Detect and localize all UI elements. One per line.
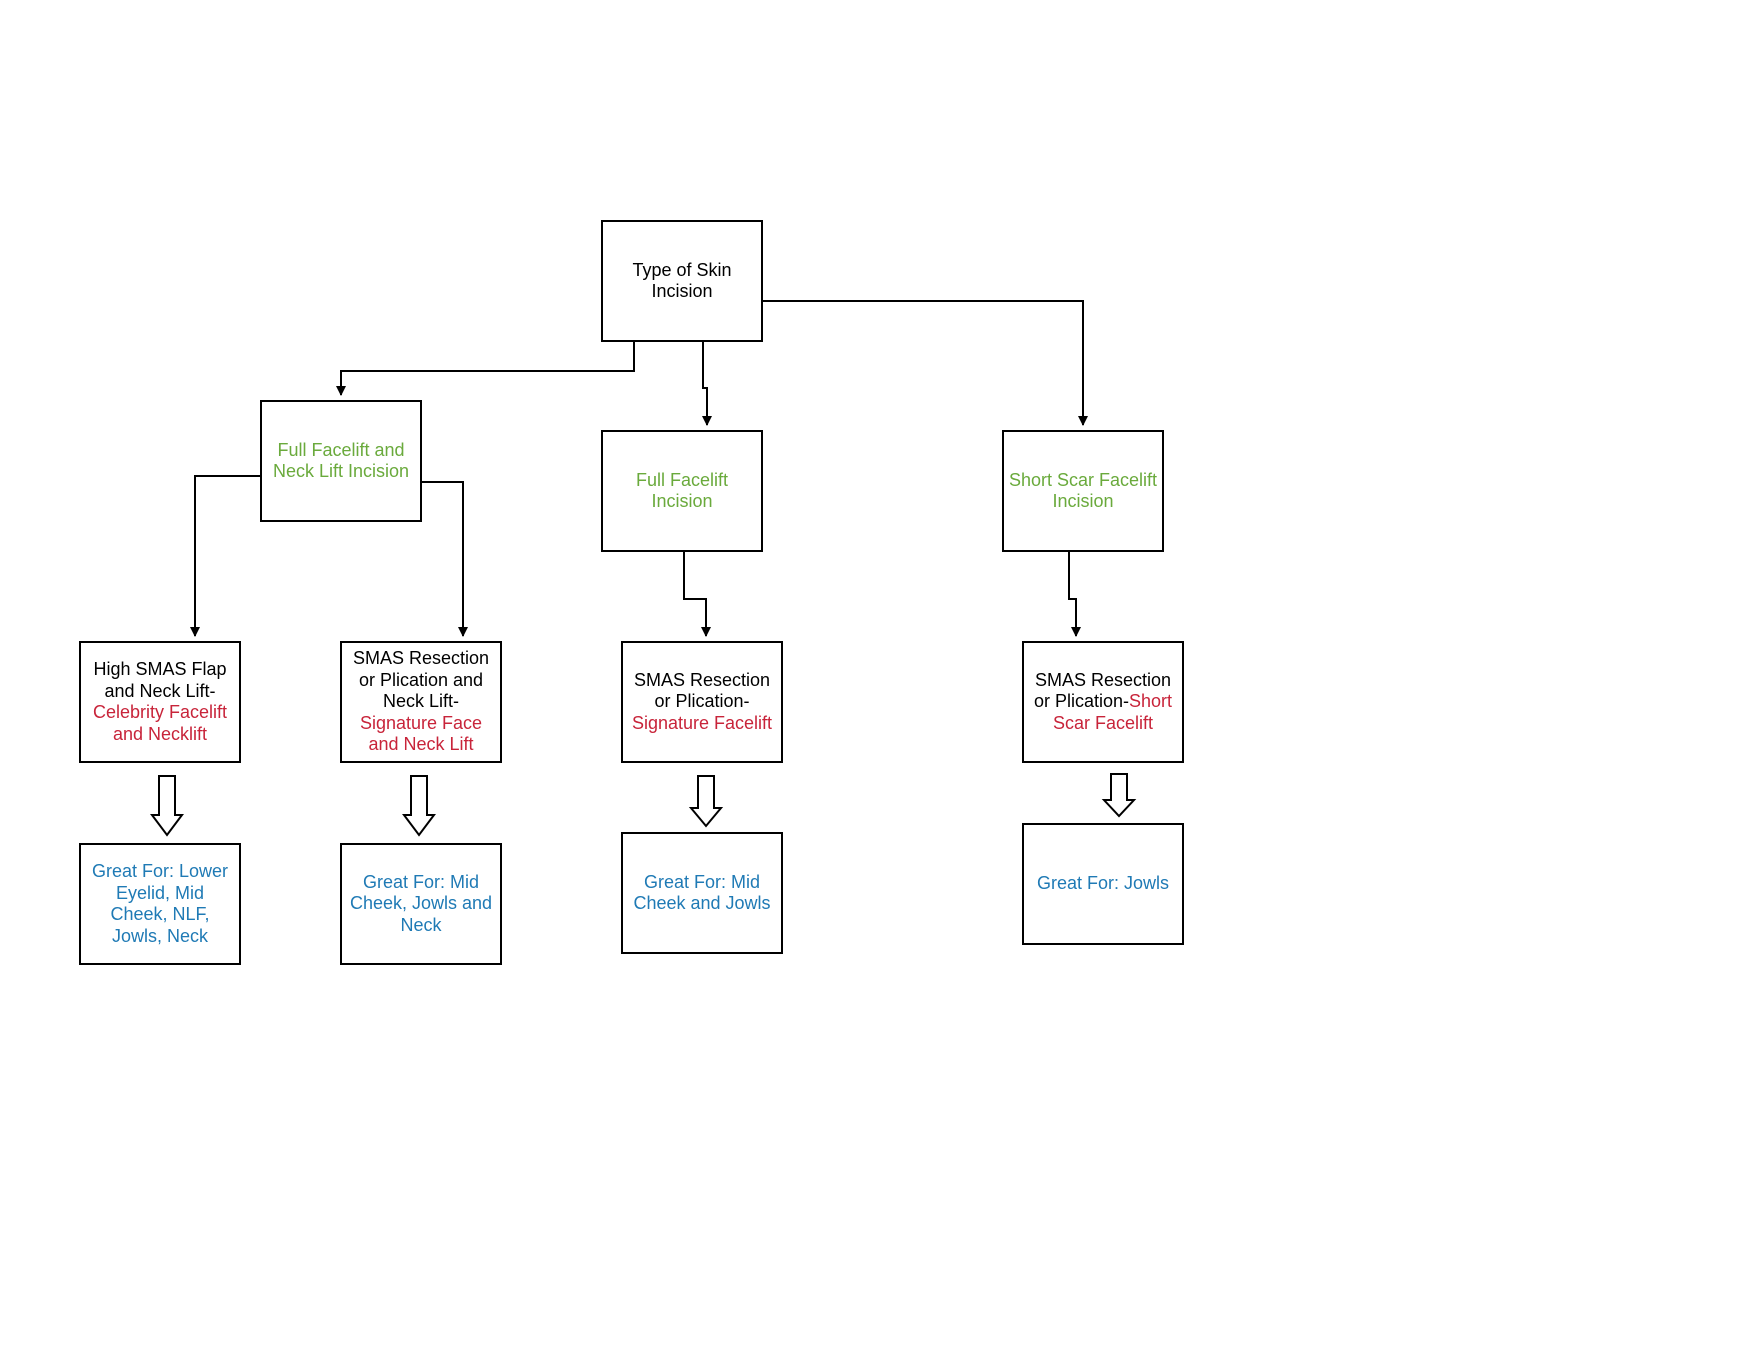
node-short-scar-facelift-incision: Short Scar Facelift Incision — [1002, 430, 1164, 552]
node-full-facelift-incision: Full Facelift Incision — [601, 430, 763, 552]
node-label: SMAS Resection or Plication and Neck Lif… — [346, 648, 496, 756]
edge-root-to-ffnl — [336, 342, 635, 396]
node-label: High SMAS Flap and Neck Lift-Celebrity F… — [85, 659, 235, 745]
node-label: Great For: Lower Eyelid, Mid Cheek, NLF,… — [91, 861, 229, 946]
block-arrow-smas2-to-g3 — [688, 775, 724, 828]
edge-ffnl-to-high — [190, 475, 260, 637]
block-arrow-smas1-to-g2 — [402, 775, 436, 837]
node-label: Great For: Jowls — [1036, 873, 1170, 894]
node-label: Short Scar Facelift Incision — [1008, 469, 1158, 512]
node-label: SMAS Resection or Plication-Short Scar F… — [1028, 670, 1178, 735]
node-great-for-mid-cheek-jowls-neck: Great For: Mid Cheek, Jowls and Neck — [340, 843, 502, 965]
node-label: Type of Skin Incision — [632, 259, 732, 302]
edge-ff-to-smas2 — [683, 552, 711, 637]
node-label: Full Facelift Incision — [635, 469, 729, 512]
block-arrow-high-to-g1 — [150, 775, 184, 837]
node-label: Great For: Mid Cheek, Jowls and Neck — [349, 871, 493, 935]
block-arrow-smas3-to-g4 — [1101, 773, 1137, 818]
edge-ss-to-smas3 — [1068, 552, 1081, 637]
edge-root-to-ff — [702, 342, 712, 426]
node-label: Great For: Mid Cheek and Jowls — [633, 871, 771, 914]
node-label-highlight: Short Scar Facelift — [1052, 691, 1173, 733]
node-label-highlight: Signature Facelift — [631, 712, 773, 733]
node-great-for-lower-eyelid: Great For: Lower Eyelid, Mid Cheek, NLF,… — [79, 843, 241, 965]
node-great-for-jowls: Great For: Jowls — [1022, 823, 1184, 945]
node-label: Full Facelift and Neck Lift Incision — [272, 439, 410, 482]
edge-ffnl-to-smas1 — [422, 481, 468, 637]
node-smas-resection-neck-lift: SMAS Resection or Plication and Neck Lif… — [340, 641, 502, 763]
node-high-smas-flap: High SMAS Flap and Neck Lift-Celebrity F… — [79, 641, 241, 763]
node-great-for-mid-cheek-jowls: Great For: Mid Cheek and Jowls — [621, 832, 783, 954]
node-label-prefix: SMAS Resection or Plication and Neck Lif… — [352, 648, 490, 712]
node-type-of-skin-incision: Type of Skin Incision — [601, 220, 763, 342]
node-label-prefix: SMAS Resection or Plication- — [1033, 669, 1172, 712]
node-full-facelift-and-neck-lift-incision: Full Facelift and Neck Lift Incision — [260, 400, 422, 522]
node-smas-resection-short-scar: SMAS Resection or Plication-Short Scar F… — [1022, 641, 1184, 763]
node-label-prefix: SMAS Resection or Plication- — [633, 669, 771, 712]
edge-root-to-ss — [763, 300, 1088, 426]
node-label: SMAS Resection or Plication-Signature Fa… — [627, 670, 777, 735]
node-label-highlight: Celebrity Facelift and Necklift — [92, 702, 228, 744]
node-label-prefix: High SMAS Flap and Neck Lift- — [93, 659, 227, 701]
node-label-highlight: Signature Face and Neck Lift — [359, 712, 483, 755]
node-smas-resection-signature-facelift: SMAS Resection or Plication-Signature Fa… — [621, 641, 783, 763]
